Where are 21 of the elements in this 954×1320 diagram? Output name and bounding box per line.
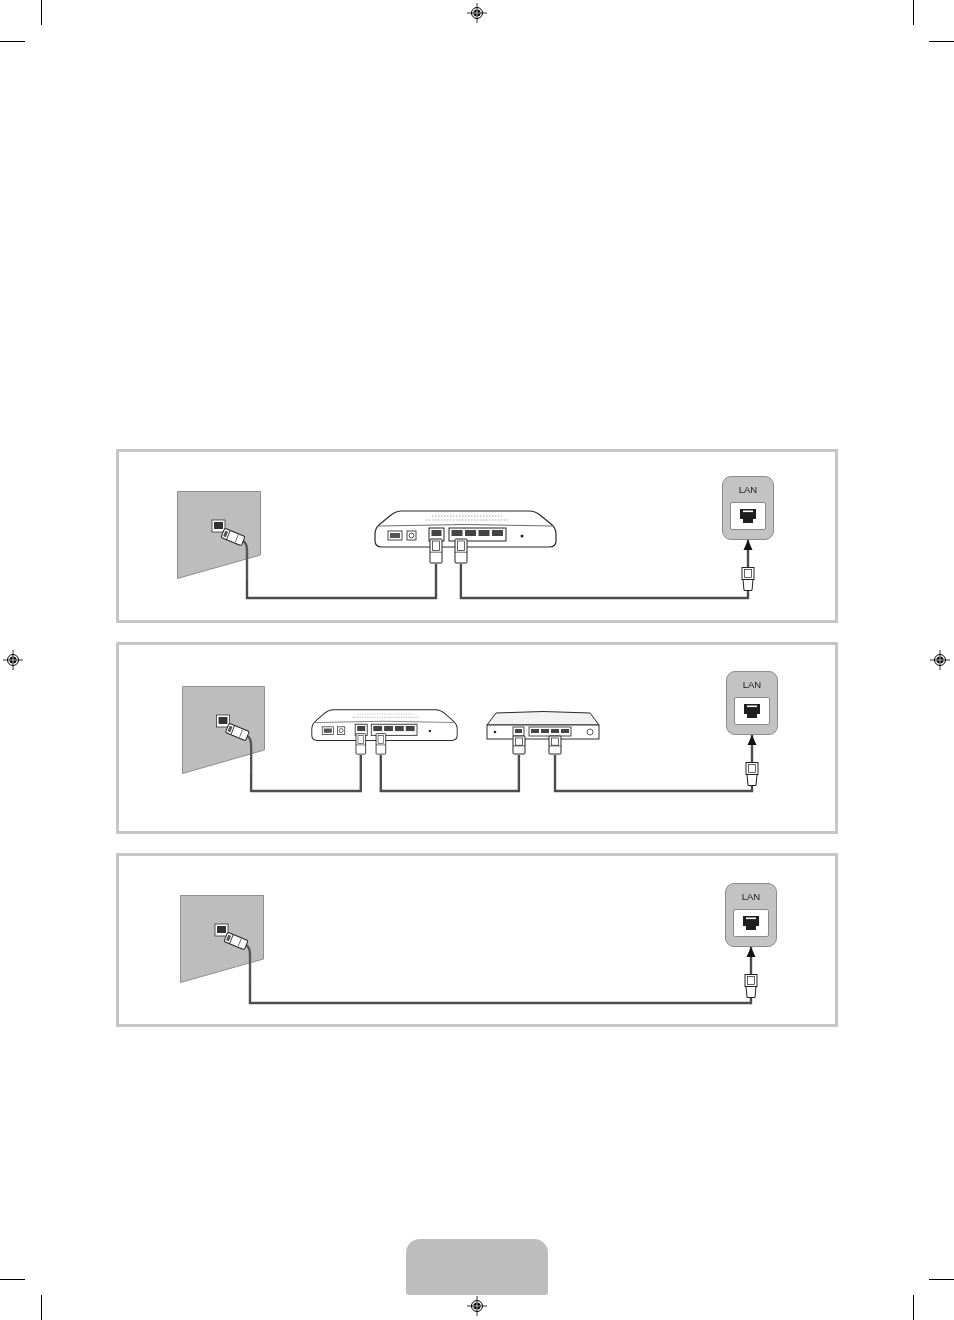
network-cable xyxy=(249,755,362,793)
modem-illustration xyxy=(374,509,557,564)
wall-socket-illustration xyxy=(177,491,261,579)
port-label: LAN xyxy=(742,679,762,690)
diagram-panel xyxy=(116,449,838,623)
port-panel xyxy=(725,883,777,947)
router-illustration xyxy=(486,711,600,755)
network-cable xyxy=(248,947,756,1005)
network-cable xyxy=(459,540,753,600)
network-cable xyxy=(553,735,757,793)
wall-socket-illustration xyxy=(182,686,265,774)
port-label: LAN xyxy=(741,891,761,902)
network-cable xyxy=(379,755,521,793)
modem-illustration xyxy=(311,708,458,755)
network-cable xyxy=(245,564,438,600)
port-label: LAN xyxy=(738,484,758,495)
port-panel xyxy=(726,671,778,735)
wall-socket-illustration xyxy=(180,895,264,983)
diagram-panel xyxy=(116,642,838,834)
diagram-panel xyxy=(116,853,838,1027)
port-panel xyxy=(722,476,774,540)
